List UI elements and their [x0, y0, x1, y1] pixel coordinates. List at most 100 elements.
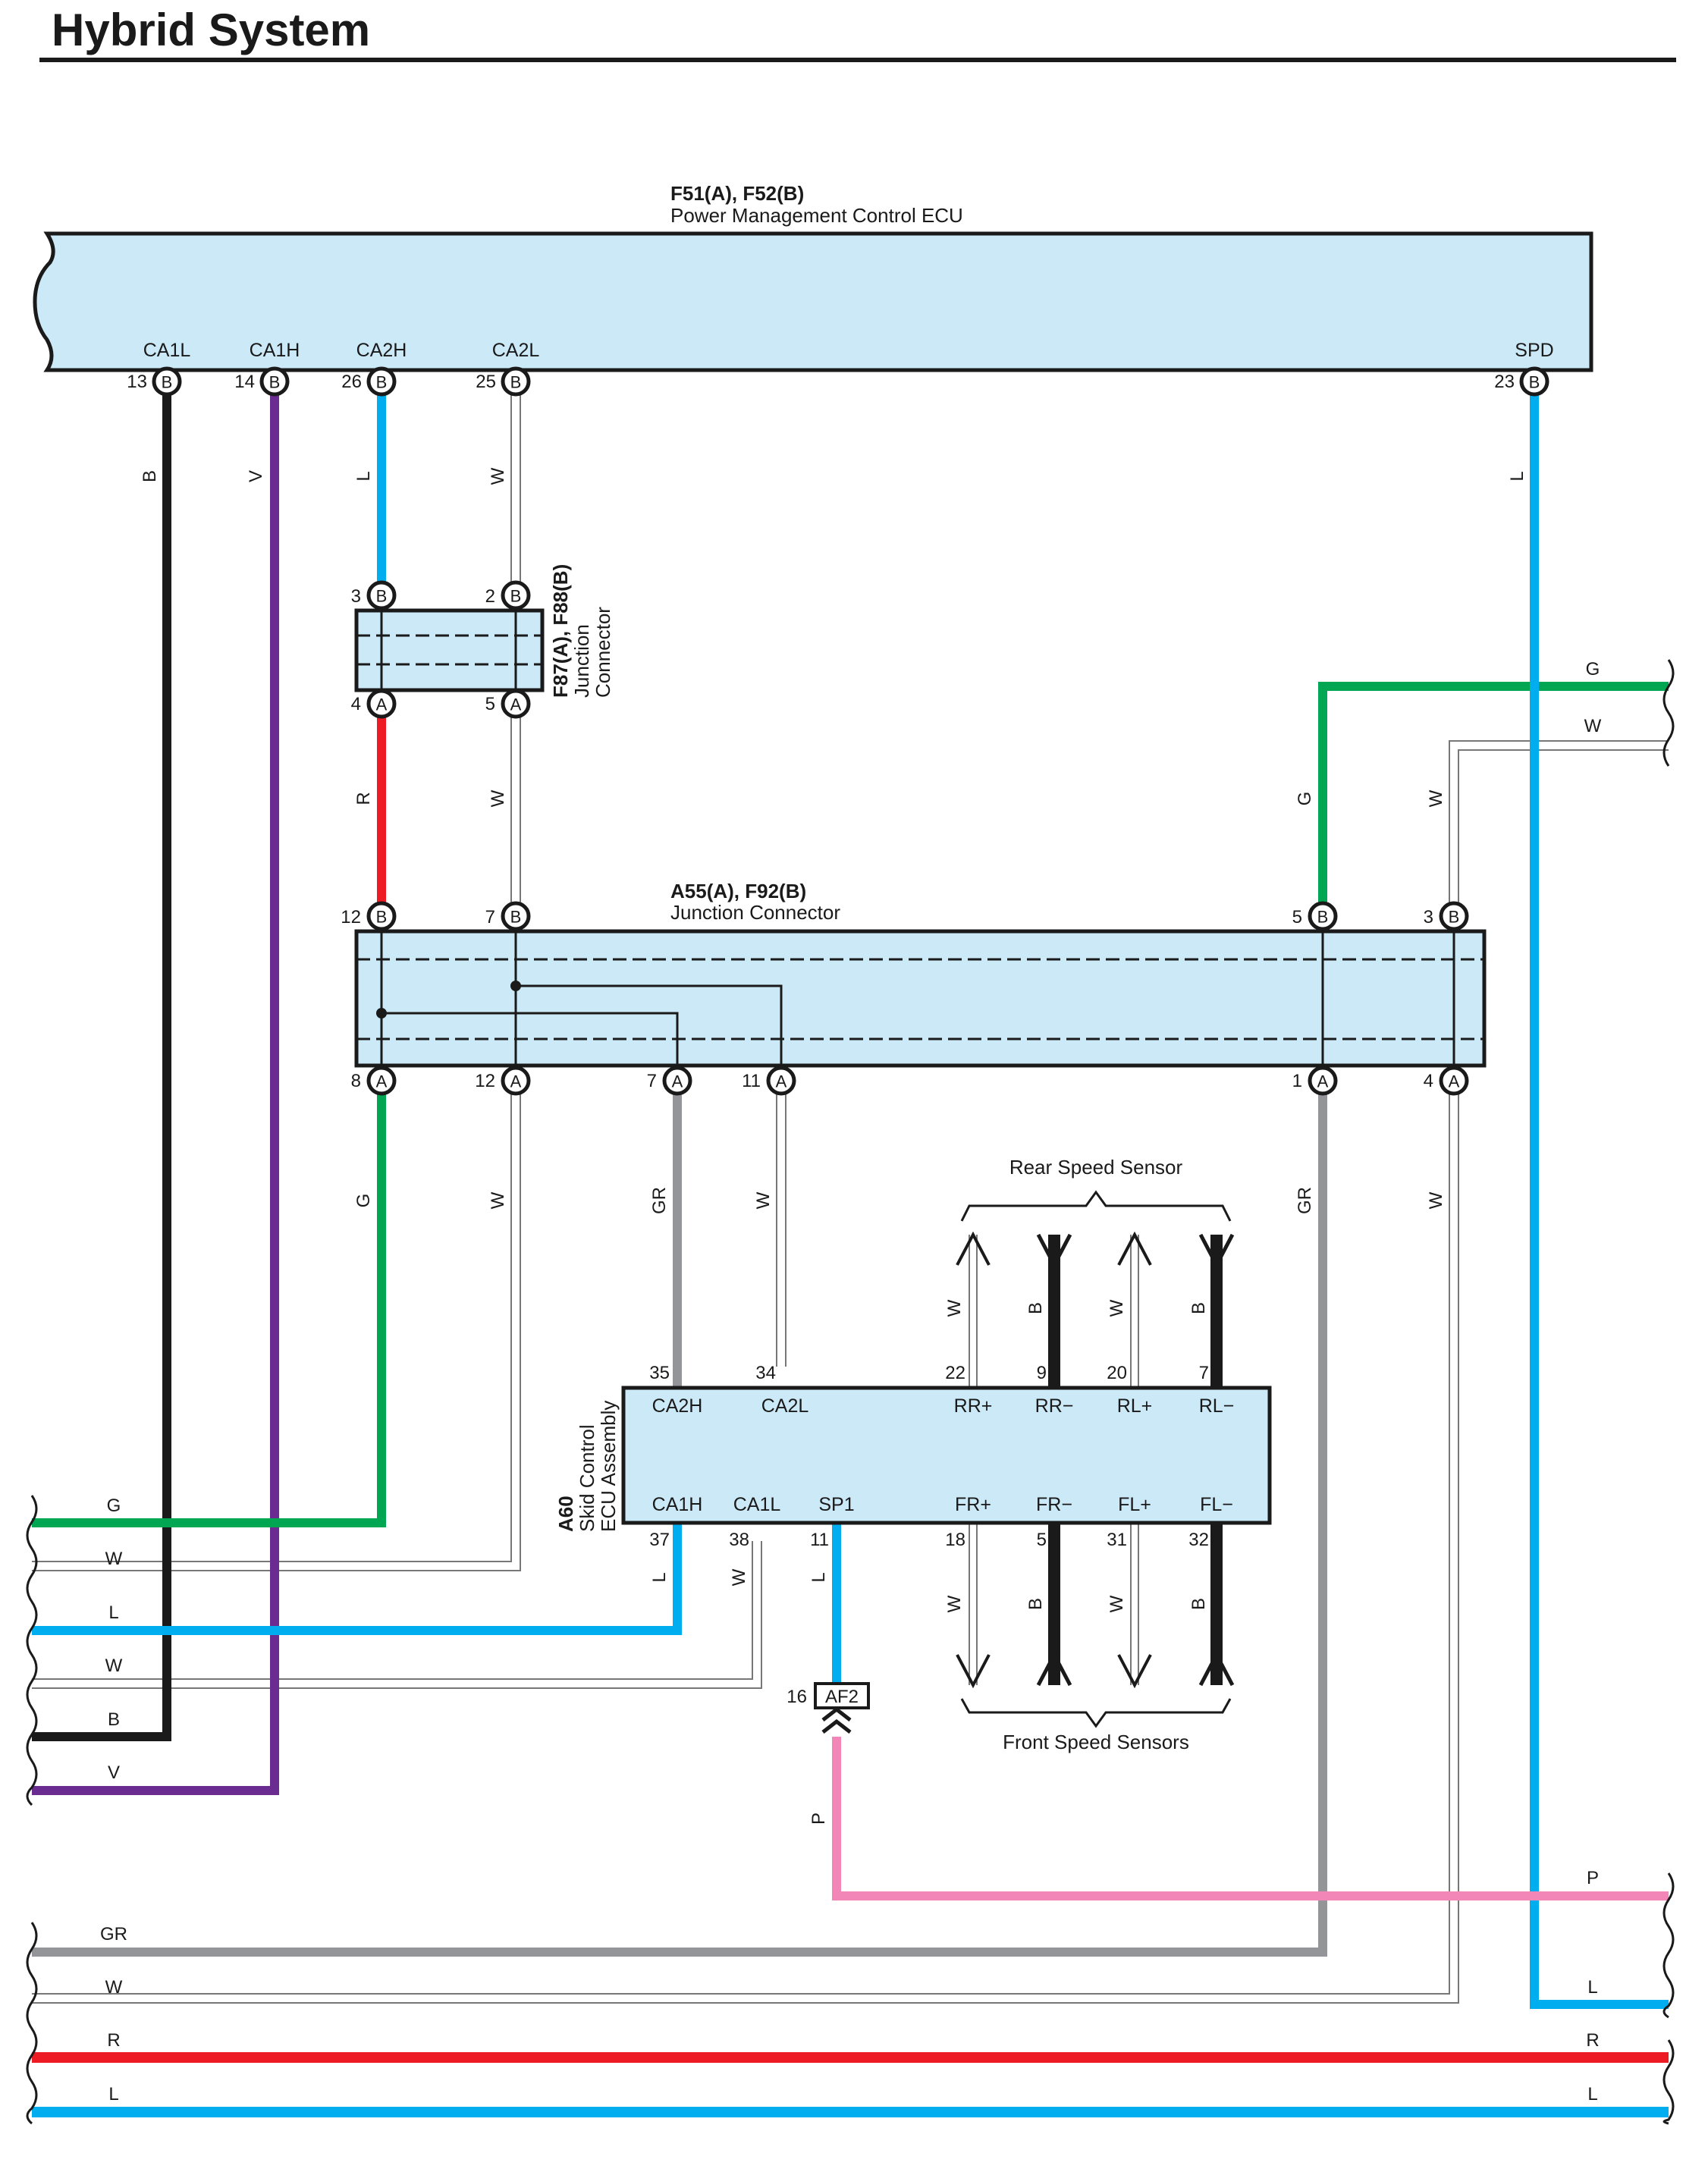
connector-pin-letter: B	[510, 587, 522, 606]
skid-pin-37: 37	[649, 1530, 670, 1550]
connector-pin: B	[501, 580, 531, 610]
a55-pin-7a: 7	[647, 1071, 657, 1091]
f87-name-line1: Junction	[570, 624, 593, 698]
right-exit-l2: L	[1587, 2084, 1597, 2105]
left-exit-v: V	[108, 1762, 120, 1783]
rear-wire-b2: B	[1188, 1302, 1209, 1314]
connector-pin: B	[366, 901, 397, 931]
pmc-pin-26: 26	[341, 372, 362, 392]
connector-pin: A	[501, 689, 531, 719]
front-sensor-fr-plus	[956, 1523, 991, 1689]
rear-sensor-rl-plus	[1117, 1231, 1152, 1388]
wire-l-spd	[1530, 385, 1669, 2009]
front-wire-w2: W	[1107, 1595, 1127, 1612]
wire-label-g-low: G	[353, 1194, 374, 1208]
skid-pin-38: 38	[729, 1530, 749, 1550]
skid-pin-18: 18	[945, 1530, 965, 1550]
connector-pin: B	[259, 366, 290, 397]
a55-pin-11a: 11	[742, 1071, 761, 1091]
right-exit-g: G	[1586, 659, 1600, 680]
connector-pin: A	[1439, 1066, 1469, 1096]
connector-pin-letter: B	[1317, 908, 1329, 927]
wire-label-gr-low2: GR	[1295, 1187, 1315, 1214]
a55-name: Junction Connector	[670, 901, 840, 924]
skid-ecu-box	[621, 1386, 1272, 1525]
skid-sig-fl-minus: FL−	[1200, 1494, 1233, 1515]
wire-label-v: V	[246, 470, 266, 482]
connector-pin: A	[766, 1066, 796, 1096]
wire-label-w-a55: W	[1426, 789, 1446, 807]
connector-pin-letter: B	[269, 373, 281, 392]
wire-b-ca1l	[32, 385, 171, 1741]
connector-pin-letter: B	[162, 373, 173, 392]
connector-pin-letter: B	[510, 373, 522, 392]
left-exit-l2: L	[108, 2084, 118, 2105]
f87-pin-4: 4	[351, 694, 361, 714]
rear-wire-b1: B	[1025, 1302, 1046, 1314]
wire-v-ca1h	[32, 385, 279, 1795]
connector-pin-letter: A	[1449, 1072, 1460, 1091]
connector-pin: B	[1519, 366, 1549, 397]
front-sensor-label: Front Speed Sensors	[1003, 1731, 1189, 1753]
skid-pin-32: 32	[1188, 1530, 1209, 1550]
connector-pin-letter: A	[510, 695, 522, 714]
right-exit-p: P	[1587, 1868, 1599, 1888]
a55-pin-12a: 12	[475, 1071, 495, 1091]
left-exit-r: R	[107, 2030, 120, 2051]
pmc-sig-ca2h: CA2H	[356, 340, 407, 361]
skid-sig-ca1h: CA1H	[652, 1494, 703, 1515]
pmc-ecu-name: Power Management Control ECU	[670, 204, 963, 227]
wire-label-l-spd: L	[1507, 471, 1527, 481]
front-wire-b1: B	[1025, 1598, 1046, 1610]
connector-pin: A	[662, 1066, 692, 1096]
connector-pin: A	[1308, 1066, 1338, 1096]
skid-sig-rr-plus: RR+	[954, 1395, 993, 1417]
rear-sensor-rl-minus	[1198, 1233, 1235, 1388]
connector-pin: A	[501, 1066, 531, 1096]
a55-pin-1a: 1	[1292, 1071, 1302, 1091]
f87-code: F87(A), F88(B)	[549, 564, 572, 698]
wire-break-mark	[1662, 2039, 1675, 2125]
wires	[32, 385, 1669, 2117]
skid-sig-ca1l: CA1L	[733, 1494, 781, 1515]
wire-label-w-f87: W	[488, 789, 508, 807]
pmc-sig-ca1l: CA1L	[143, 340, 191, 361]
front-wire-w1: W	[944, 1595, 965, 1612]
skid-wire-l1: L	[649, 1572, 670, 1582]
skid-sig-fl-plus: FL+	[1118, 1494, 1151, 1515]
skid-sig-fr-plus: FR+	[955, 1494, 991, 1515]
pmc-sig-spd: SPD	[1515, 340, 1553, 361]
left-exit-b: B	[108, 1709, 120, 1730]
a55-pin-4a: 4	[1424, 1071, 1433, 1091]
f87-pin-5: 5	[485, 694, 495, 714]
wire-label-w-low3: W	[1426, 1191, 1446, 1209]
f87-name-line2: Connector	[592, 607, 614, 698]
connector-pin: B	[1308, 901, 1338, 931]
skid-sig-rl-minus: RL−	[1199, 1395, 1235, 1417]
left-exit-w1: W	[105, 1549, 123, 1569]
pmc-sig-ca1h: CA1H	[250, 340, 300, 361]
wire-l-skid-37	[32, 1523, 682, 1635]
connector-pin-letter: A	[672, 1072, 683, 1091]
wire-w-right-3	[1449, 740, 1669, 902]
a55-pin-5b: 5	[1292, 907, 1302, 927]
right-exit-l: L	[1587, 1977, 1597, 1998]
skid-sig-ca2h: CA2H	[652, 1395, 703, 1417]
wire-break-mark	[26, 1495, 38, 1806]
a55-pin-8a: 8	[351, 1071, 361, 1091]
skid-sig-rr-minus: RR−	[1035, 1395, 1074, 1417]
rear-sensor-rr-plus	[956, 1231, 991, 1388]
skid-ecu-name-line1: Skid Control	[576, 1424, 598, 1532]
skid-pin-5: 5	[1037, 1530, 1047, 1550]
left-exit-g: G	[107, 1496, 121, 1516]
connector-pin-letter: A	[1317, 1072, 1329, 1091]
f87-junction-box	[354, 608, 545, 692]
a55-pin-7b: 7	[485, 907, 495, 927]
af2-connector	[814, 1682, 870, 1734]
connector-pin-letter: A	[510, 1072, 522, 1091]
left-exit-l: L	[108, 1602, 118, 1623]
wire-break-mark	[1662, 659, 1675, 767]
connector-pin-letter: B	[376, 908, 388, 927]
